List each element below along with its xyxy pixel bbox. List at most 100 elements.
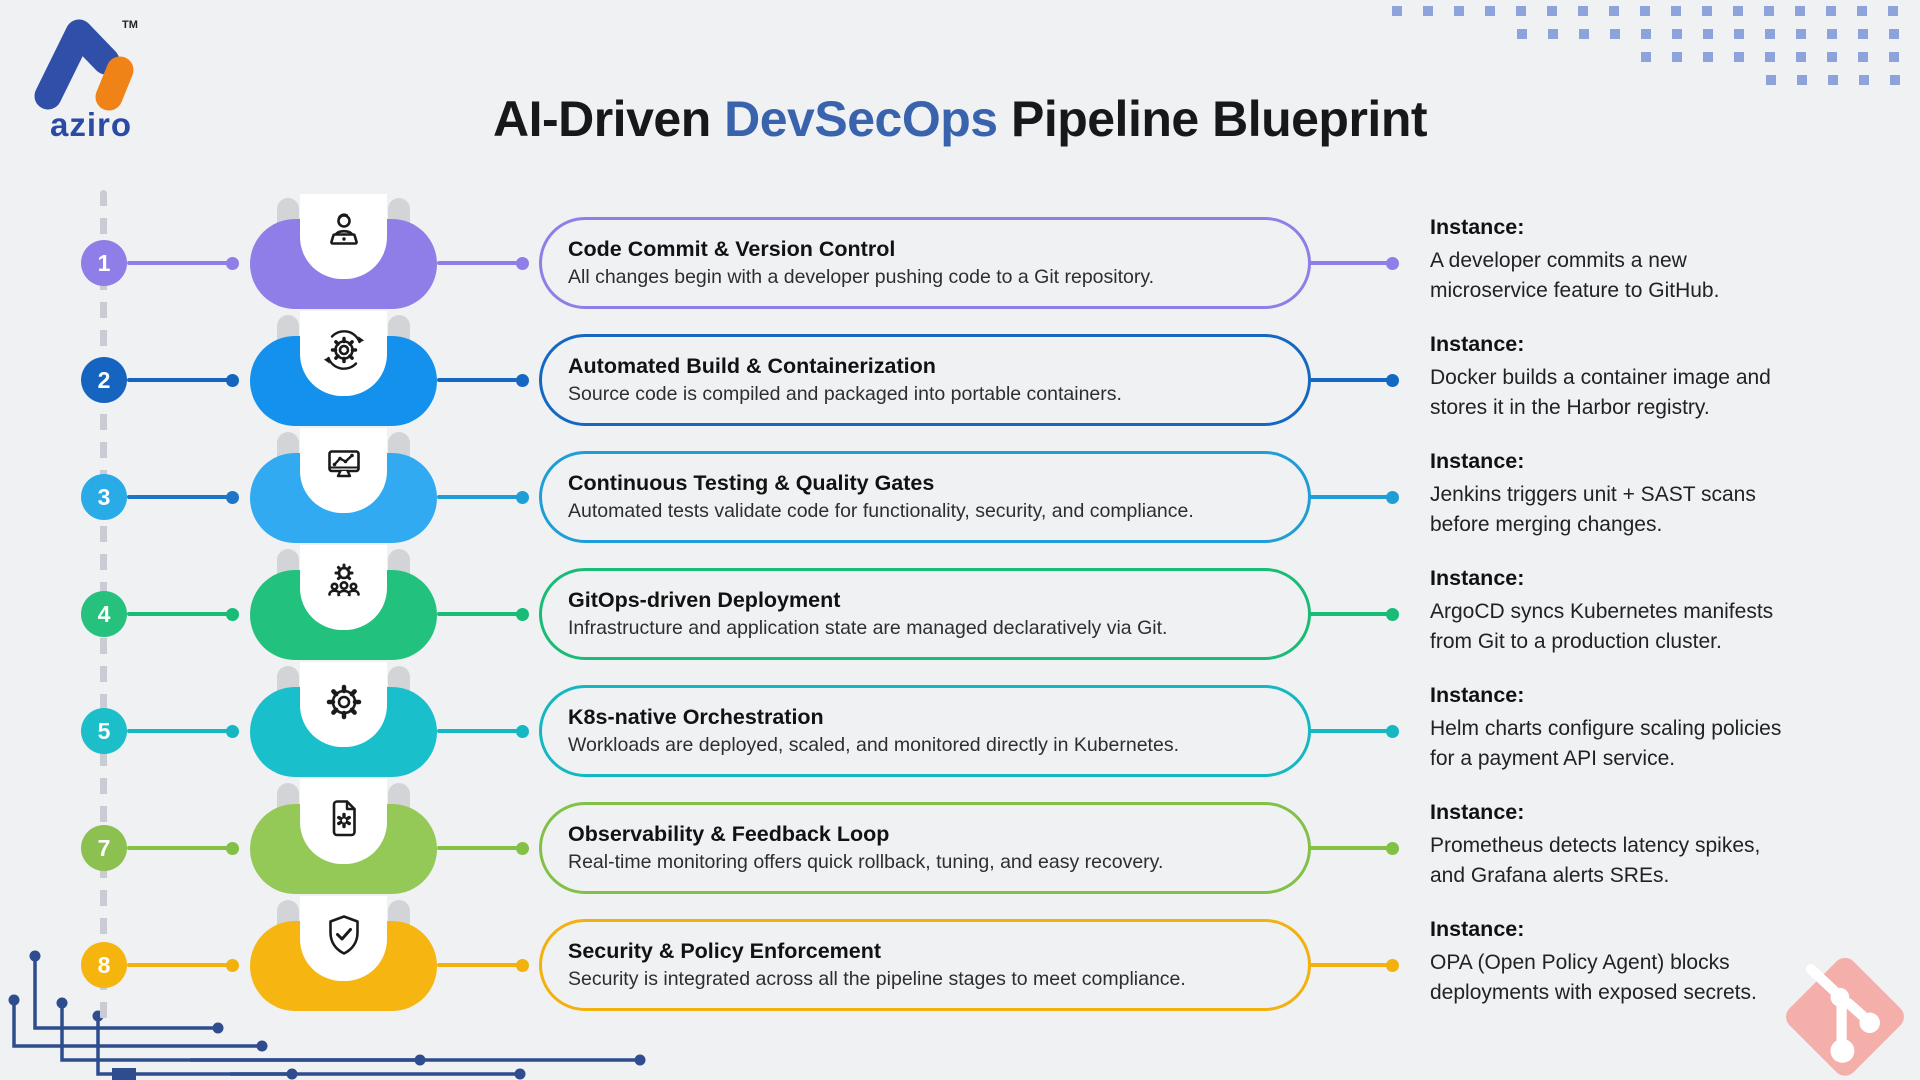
- instance-block: Instance: Docker builds a container imag…: [1430, 332, 1850, 423]
- step-card: Code Commit & Version Control All change…: [539, 217, 1311, 309]
- connector-dot: [226, 373, 239, 387]
- instance-text: Prometheus detects latency spikes, and G…: [1430, 834, 1761, 887]
- connector-dot: [1386, 724, 1399, 738]
- connector-dot: [516, 841, 529, 855]
- instance-text: A developer commits a new microservice f…: [1430, 249, 1720, 302]
- connector-line: [1308, 846, 1390, 850]
- step-title: Code Commit & Version Control: [568, 237, 896, 261]
- monitor-chart-icon: [327, 450, 360, 478]
- step-number-badge: 1: [81, 240, 127, 286]
- step-title: Security & Policy Enforcement: [568, 939, 882, 963]
- instance-block: Instance: Jenkins triggers unit + SAST s…: [1430, 449, 1850, 540]
- instance-label: Instance:: [1430, 800, 1525, 824]
- step-icon-badge: [250, 194, 437, 314]
- trademark-symbol: TM: [122, 19, 138, 31]
- badge-ribbon: [300, 428, 387, 513]
- connector-line: [1308, 495, 1390, 499]
- instance-text: Helm charts configure scaling policies f…: [1430, 717, 1782, 770]
- connector-dot: [226, 841, 239, 855]
- instance-block: Instance: ArgoCD syncs Kubernetes manife…: [1430, 566, 1850, 657]
- connector-dot: [516, 607, 529, 621]
- connector-line: [437, 378, 522, 382]
- connector-line: [437, 261, 522, 265]
- connector-dot: [516, 958, 529, 972]
- developer-laptop-icon: [329, 213, 358, 245]
- step-card: Security & Policy Enforcement Security i…: [539, 919, 1311, 1011]
- connector-line: [437, 612, 522, 616]
- step-number-badge: 8: [81, 942, 127, 988]
- step-title: K8s-native Orchestration: [568, 705, 824, 729]
- connector-line: [437, 963, 522, 967]
- step-title: Continuous Testing & Quality Gates: [568, 471, 935, 495]
- connector-dot: [516, 256, 529, 270]
- automation-gear-sync-icon: [323, 330, 364, 370]
- instance-text: Jenkins triggers unit + SAST scans befor…: [1430, 483, 1756, 536]
- step-description: Workloads are deployed, scaled, and moni…: [568, 734, 1179, 756]
- connector-line: [1308, 963, 1390, 967]
- connector-dot: [226, 724, 239, 738]
- connector-line: [127, 963, 231, 967]
- step-description: Real-time monitoring offers quick rollba…: [568, 851, 1164, 873]
- page-title: AI-Driven DevSecOps Pipeline Blueprint: [0, 90, 1920, 148]
- step-number-badge: 2: [81, 357, 127, 403]
- document-gear-icon: [332, 800, 356, 837]
- step-number-badge: 5: [81, 708, 127, 754]
- step-number-badge: 7: [81, 825, 127, 871]
- step-description: Source code is compiled and packaged int…: [568, 383, 1122, 405]
- aziro-logo: TM aziro: [26, 10, 146, 145]
- instance-text: OPA (Open Policy Agent) blocks deploymen…: [1430, 951, 1757, 1004]
- pipeline-step-row: 3 Continuous T: [0, 427, 1920, 567]
- connector-line: [1308, 378, 1390, 382]
- step-description: Infrastructure and application state are…: [568, 617, 1168, 639]
- connector-line: [437, 495, 522, 499]
- connector-line: [127, 729, 231, 733]
- instance-block: Instance: Helm charts configure scaling …: [1430, 683, 1850, 774]
- pipeline-step-row: 1 Code Commit & Version Control All chan…: [0, 193, 1920, 333]
- connector-dot: [516, 724, 529, 738]
- step-icon-badge: [250, 662, 437, 782]
- circuit-decoration: [8, 950, 646, 1080]
- instance-label: Instance:: [1430, 449, 1525, 473]
- connector-dot: [1386, 373, 1399, 387]
- gear-icon: [326, 684, 361, 720]
- pipeline-step-row: 7 Observabil: [0, 778, 1920, 918]
- instance-label: Instance:: [1430, 917, 1525, 941]
- connector-dot: [1386, 958, 1399, 972]
- connector-dot: [1386, 256, 1399, 270]
- step-card: Continuous Testing & Quality Gates Autom…: [539, 451, 1311, 543]
- pipeline-step-row: 4: [0, 544, 1920, 684]
- step-description: Automated tests validate code for functi…: [568, 500, 1194, 522]
- connector-line: [1308, 612, 1390, 616]
- git-logo-decoration: [1786, 957, 1904, 1076]
- instance-text: ArgoCD syncs Kubernetes manifests from G…: [1430, 600, 1774, 653]
- connector-line: [127, 261, 231, 265]
- instance-block: Instance: Prometheus detects latency spi…: [1430, 800, 1850, 891]
- step-icon-badge: [250, 428, 437, 548]
- dots-row: [1641, 52, 1918, 62]
- aziro-logo-mark: TM aziro: [34, 19, 138, 143]
- instance-label: Instance:: [1430, 566, 1525, 590]
- badge-ribbon: [300, 662, 387, 747]
- connector-dot: [226, 256, 239, 270]
- connector-line: [437, 729, 522, 733]
- step-icon-badge: [250, 779, 437, 899]
- connector-dot: [1386, 841, 1399, 855]
- title-highlight: DevSecOps: [724, 90, 998, 147]
- dots-row: [1392, 6, 1918, 16]
- pipeline-step-row: 8 Security & Policy Enforcement Security…: [0, 895, 1920, 1035]
- step-icon-badge: [250, 545, 437, 665]
- step-card: Automated Build & Containerization Sourc…: [539, 334, 1311, 426]
- badge-ribbon: [300, 545, 387, 630]
- connector-line: [437, 846, 522, 850]
- step-title: Automated Build & Containerization: [568, 354, 936, 378]
- badge-ribbon: [300, 311, 387, 396]
- step-description: Security is integrated across all the pi…: [568, 968, 1186, 990]
- pipeline-step-row: 2: [0, 310, 1920, 450]
- step-icon-badge: [250, 311, 437, 431]
- connector-dot: [516, 373, 529, 387]
- shield-check-icon: [328, 915, 359, 955]
- badge-ribbon: [300, 896, 387, 981]
- step-card: Observability & Feedback Loop Real-time …: [539, 802, 1311, 894]
- connector-line: [1308, 261, 1390, 265]
